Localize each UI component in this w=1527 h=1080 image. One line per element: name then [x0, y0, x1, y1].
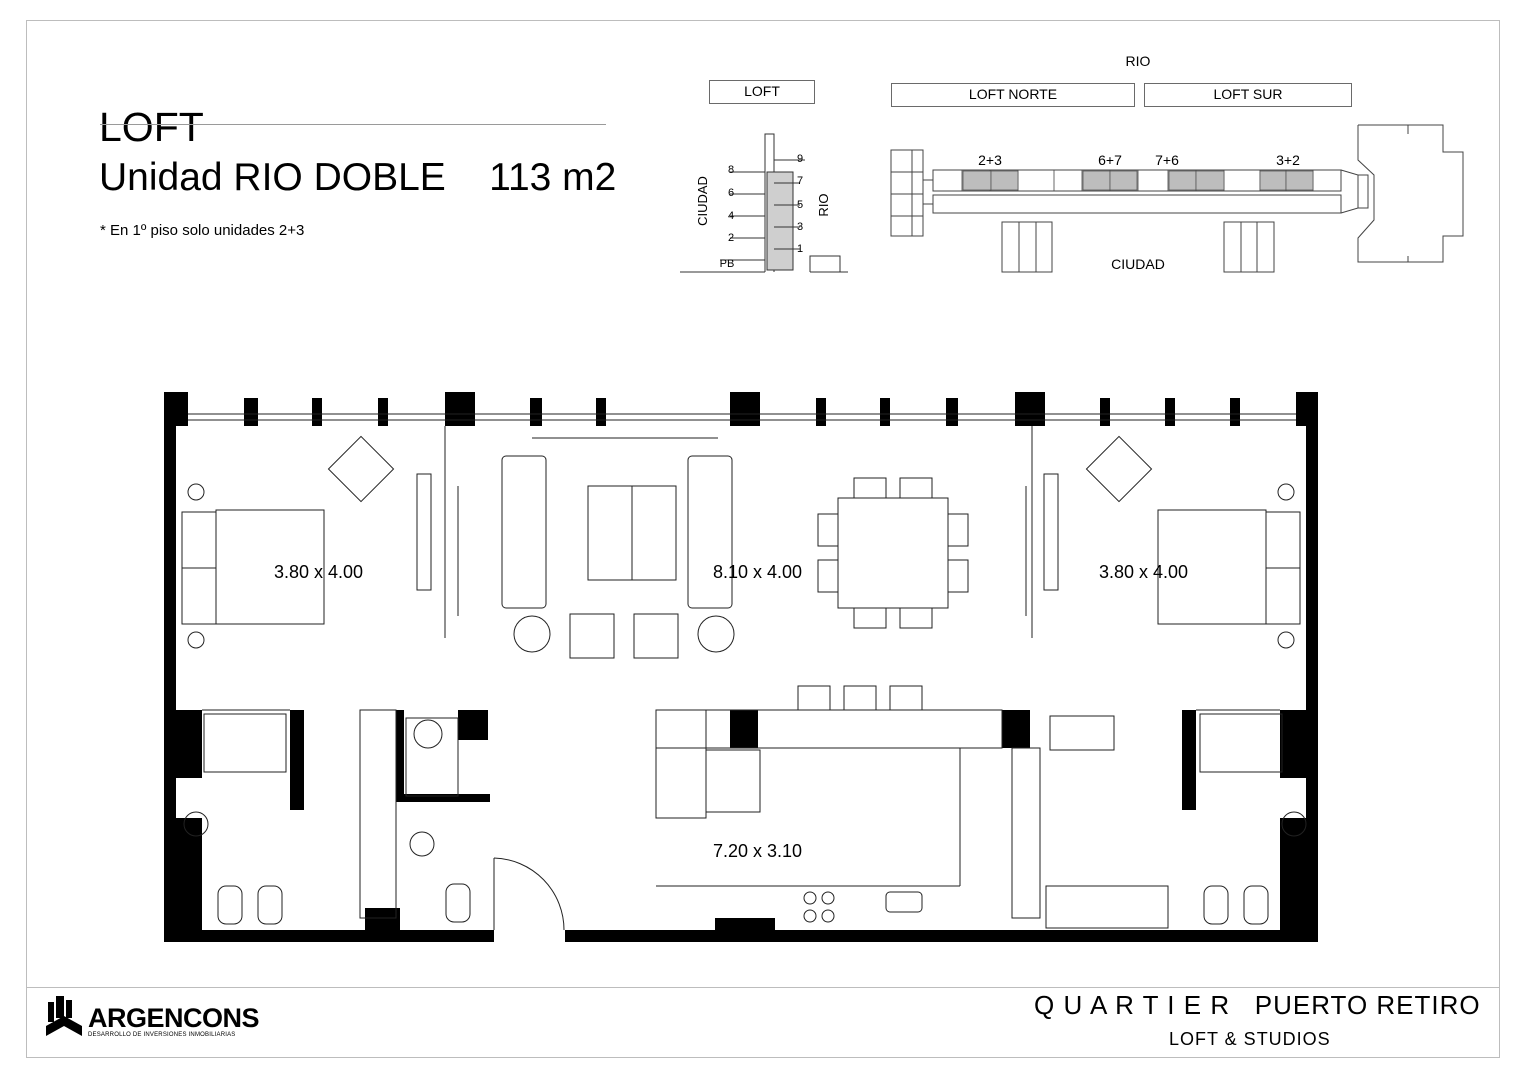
floor-3: 3 [796, 221, 804, 233]
unit-label-7-6: 7+6 [1155, 152, 1179, 168]
site-ciudad-label: CIUDAD [1111, 256, 1165, 272]
floor-4: 4 [727, 210, 735, 222]
floor-2: 2 [727, 232, 735, 244]
section-rio-label: RIO [816, 193, 831, 217]
unit-label-3-2: 3+2 [1276, 152, 1300, 168]
title-divider [100, 124, 606, 125]
floor-pb: PB [719, 258, 735, 270]
argencons-logo-icon [46, 996, 82, 1036]
floor-plan [164, 392, 1318, 942]
room-dims-living: 8.10 x 4.00 [713, 562, 803, 582]
room-dims-kitchen: 7.20 x 3.10 [713, 841, 803, 861]
project-subtitle: LOFT & STUDIOS [1169, 1029, 1331, 1049]
floor-5: 5 [796, 199, 804, 211]
logo-name: ARGENCONS [88, 1003, 260, 1033]
room-dims-bedroom-right: 3.80 x 4.00 [1099, 562, 1189, 582]
site-rio-label: RIO [1125, 53, 1151, 69]
section-loft-box: LOFT [709, 80, 815, 104]
floor-7: 7 [796, 175, 804, 187]
floor-8: 8 [727, 164, 735, 176]
page-frame [26, 20, 1500, 1058]
floor-9: 9 [796, 153, 804, 165]
project-name: Q U A R T I E R PUERTO RETIRO [1034, 990, 1481, 1020]
room-dims-bedroom-left: 3.80 x 4.00 [274, 562, 364, 582]
section-ciudad-label: CIUDAD [695, 176, 710, 226]
unit-note: * En 1º piso solo unidades 2+3 [100, 222, 305, 239]
floor-6: 6 [727, 187, 735, 199]
footer-divider [26, 987, 1500, 988]
loft-norte-box: LOFT NORTE [891, 83, 1135, 107]
loft-sur-box: LOFT SUR [1144, 83, 1352, 107]
floor-1: 1 [796, 243, 804, 255]
unit-title: Unidad RIO DOBLE 113 m2 [99, 156, 617, 199]
section-diagram [680, 133, 848, 273]
site-plan [890, 124, 1464, 273]
unit-label-2-3: 2+3 [978, 152, 1002, 168]
logo-tagline: DESARROLLO DE INVERSIONES INMOBILIARIAS [88, 1032, 236, 1038]
unit-label-6-7: 6+7 [1098, 152, 1122, 168]
plan-title: LOFT [99, 104, 204, 150]
